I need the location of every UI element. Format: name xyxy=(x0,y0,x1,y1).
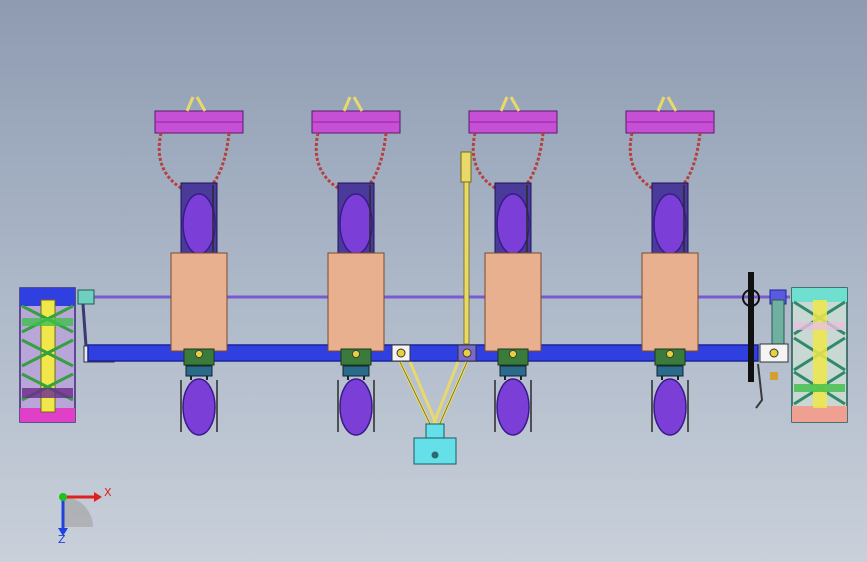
opener-wheel xyxy=(496,378,530,436)
seed-box xyxy=(484,252,542,352)
press-wheel xyxy=(496,193,530,255)
press-wheel xyxy=(339,193,373,255)
y-axis-marker xyxy=(59,493,67,501)
drag-chain xyxy=(157,132,231,190)
center-hitch xyxy=(391,151,477,465)
seed-box xyxy=(170,252,228,352)
planting-unit-1 xyxy=(154,96,244,436)
axis-triad: X Z xyxy=(58,486,112,546)
planting-unit-4 xyxy=(625,96,715,436)
drag-chain xyxy=(471,132,545,190)
press-wheel xyxy=(182,193,216,255)
right-drive-assembly xyxy=(742,272,789,409)
planting-unit-2 xyxy=(311,96,401,436)
press-wheel xyxy=(653,193,687,255)
opener-wheel xyxy=(339,378,373,436)
seed-box xyxy=(641,252,699,352)
main-frame-bar xyxy=(87,344,759,362)
drag-chain xyxy=(628,132,702,190)
drag-chain xyxy=(314,132,388,190)
z-axis-label: Z xyxy=(58,533,66,546)
planting-unit-3 xyxy=(468,96,558,436)
seed-box xyxy=(327,252,385,352)
left-drive-wheel xyxy=(19,287,76,423)
x-axis-label: X xyxy=(104,486,112,499)
opener-wheel xyxy=(182,378,216,436)
right-drive-wheel xyxy=(791,287,848,423)
opener-wheel xyxy=(653,378,687,436)
